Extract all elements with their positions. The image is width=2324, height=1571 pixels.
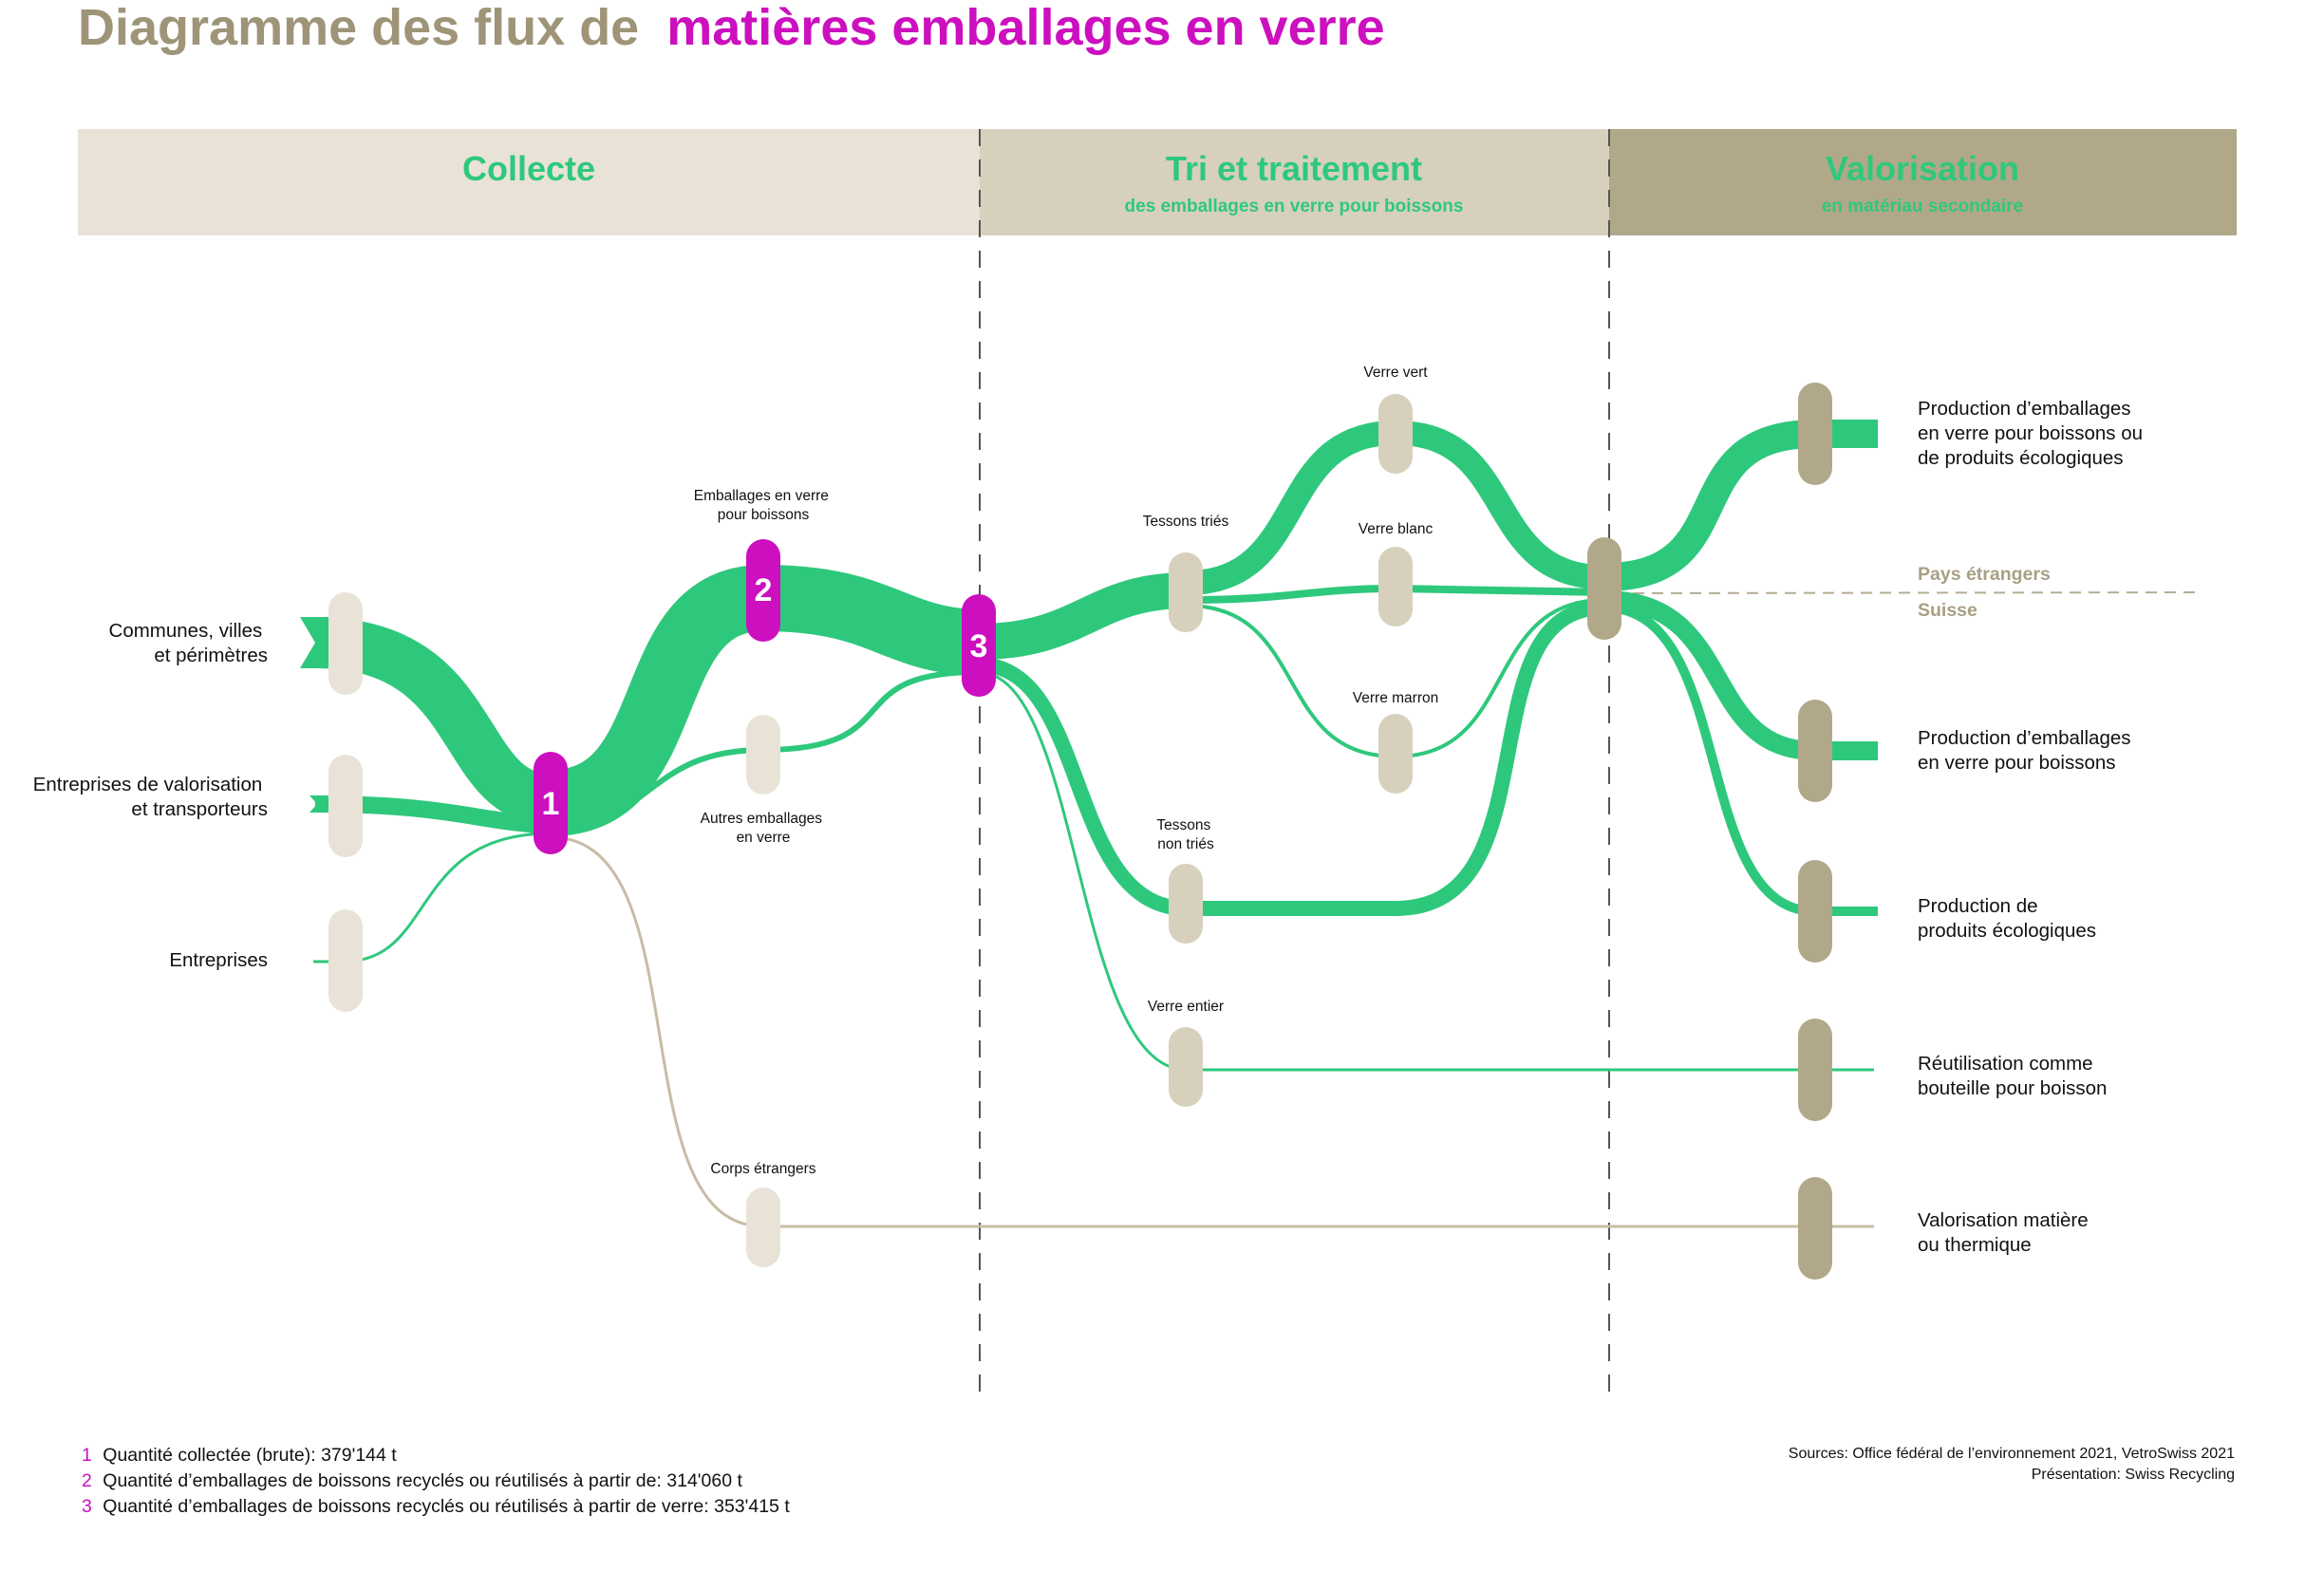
credits-presentation: Présentation: Swiss Recycling [2032,1467,2235,1483]
node-entreprises [328,909,363,1012]
label-entreprises: Entreprises [169,949,268,971]
node-d4 [1798,1019,1832,1121]
node-hub [1587,537,1621,640]
flow-non-tries-to-hub [1187,600,1605,916]
stage-band-collecte [78,129,980,235]
label-verre-entier: Verre entier [1148,999,1224,1015]
flow-to-verre-vert [1186,421,1396,595]
node-verre-marron [1378,714,1413,794]
footnote-3: 3 Quantité d’emballages de boissons recy… [82,1496,790,1517]
flow-to-verre-blanc [1186,585,1396,604]
stage-subtitle-valorisation: en matériau secondaire [1822,196,2023,216]
node-1 [534,752,568,854]
label-destination-4: Réutilisation comme bouteille pour boiss… [1918,1053,2107,1099]
label-entreprises-valorisation: Entreprises de valorisation et transport… [33,774,268,820]
node-communes [328,592,363,695]
node-autres-emballages [746,715,780,795]
label-corps-etrangers: Corps étrangers [710,1161,815,1177]
node-tessons-non-tries [1169,864,1203,944]
flow-hub-to-d1 [1603,420,1878,591]
flow-3-to-tessons-non-tries [977,657,1188,916]
footnote-2: 2 Quantité d’emballages de boissons recy… [82,1470,742,1491]
node-d5 [1798,1177,1832,1280]
flow-1-to-corps [550,835,1874,1228]
footnote-1: 1 Quantité collectée (brute): 379'144 t [82,1445,397,1466]
node-3-label: 3 [970,628,988,664]
flow-communes [314,617,553,825]
node-verre-blanc [1378,547,1413,627]
label-destination-1: Production d’emballages en verre pour bo… [1918,398,2148,469]
node-entreprises-valorisation [328,755,363,857]
flow-2-to-3 [762,565,980,676]
flow-1-to-autres [550,747,764,829]
flow-hub-to-d2 [1603,590,1878,760]
node-3 [962,594,996,697]
page-title: Diagramme des flux de matières emballage… [78,0,1385,56]
label-autres-emballages: Autres emballages en verre [701,811,827,846]
node-tessons-tries [1169,552,1203,632]
node-d1 [1798,383,1832,485]
node-2 [746,539,780,642]
node-d2 [1798,700,1832,802]
node-d3 [1798,860,1832,963]
label-destination-2: Production d’emballages en verre pour bo… [1918,727,2136,774]
node-corps-etrangers [746,1188,780,1267]
label-verre-vert: Verre vert [1363,365,1428,381]
node-verre-entier [1169,1027,1203,1107]
flow-communes-arrow [300,617,328,668]
stage-band-tri [980,129,1609,235]
label-emballages-boissons: Emballages en verre pour boissons [694,488,833,523]
stage-title-valorisation: Valorisation [1826,149,2019,188]
flow-entreprises-valorisation-arrow [309,795,328,813]
label-suisse: Suisse [1918,600,1977,621]
border-line [1613,591,2199,594]
flow-blanc-to-hub [1395,585,1605,596]
flow-to-verre-marron [1186,604,1396,758]
node-2-label: 2 [755,572,773,608]
credits-sources: Sources: Office fédéral de l’environneme… [1789,1446,2235,1462]
stage-band-valorisation [1609,129,2237,235]
stage-subtitle-tri: des emballages en verre pour boissons [1125,196,1464,216]
flow-entreprises [313,832,552,963]
flow-marron-to-hub [1395,598,1605,758]
label-communes: Communes, villes et périmètres [109,620,268,666]
stage-title-tri: Tri et traitement [1166,149,1422,188]
flow-hub-to-d3 [1603,603,1878,916]
label-destination-5: Valorisation matière ou thermique [1918,1209,2093,1256]
label-pays-etrangers: Pays étrangers [1918,564,2051,585]
title-part-1: Diagramme des flux de [78,0,639,56]
flow-3-to-verre-entier [977,670,1874,1072]
label-verre-marron: Verre marron [1353,690,1438,706]
label-destination-3: Production de produits écologiques [1918,895,2096,942]
label-tessons-tries: Tessons triés [1143,514,1229,530]
flow-autres-to-3 [762,669,979,753]
node-1-label: 1 [542,786,560,822]
label-tessons-non-tries: Tessons non triés [1156,817,1214,852]
flow-1-to-2 [548,565,766,836]
flow-vert-to-hub [1395,421,1605,589]
title-part-2: matières emballages en verre [666,0,1384,56]
node-verre-vert [1378,394,1413,474]
stage-title-collecte: Collecte [462,149,595,188]
flow-3-to-tessons-tries [977,572,1188,660]
label-verre-blanc: Verre blanc [1359,521,1434,537]
